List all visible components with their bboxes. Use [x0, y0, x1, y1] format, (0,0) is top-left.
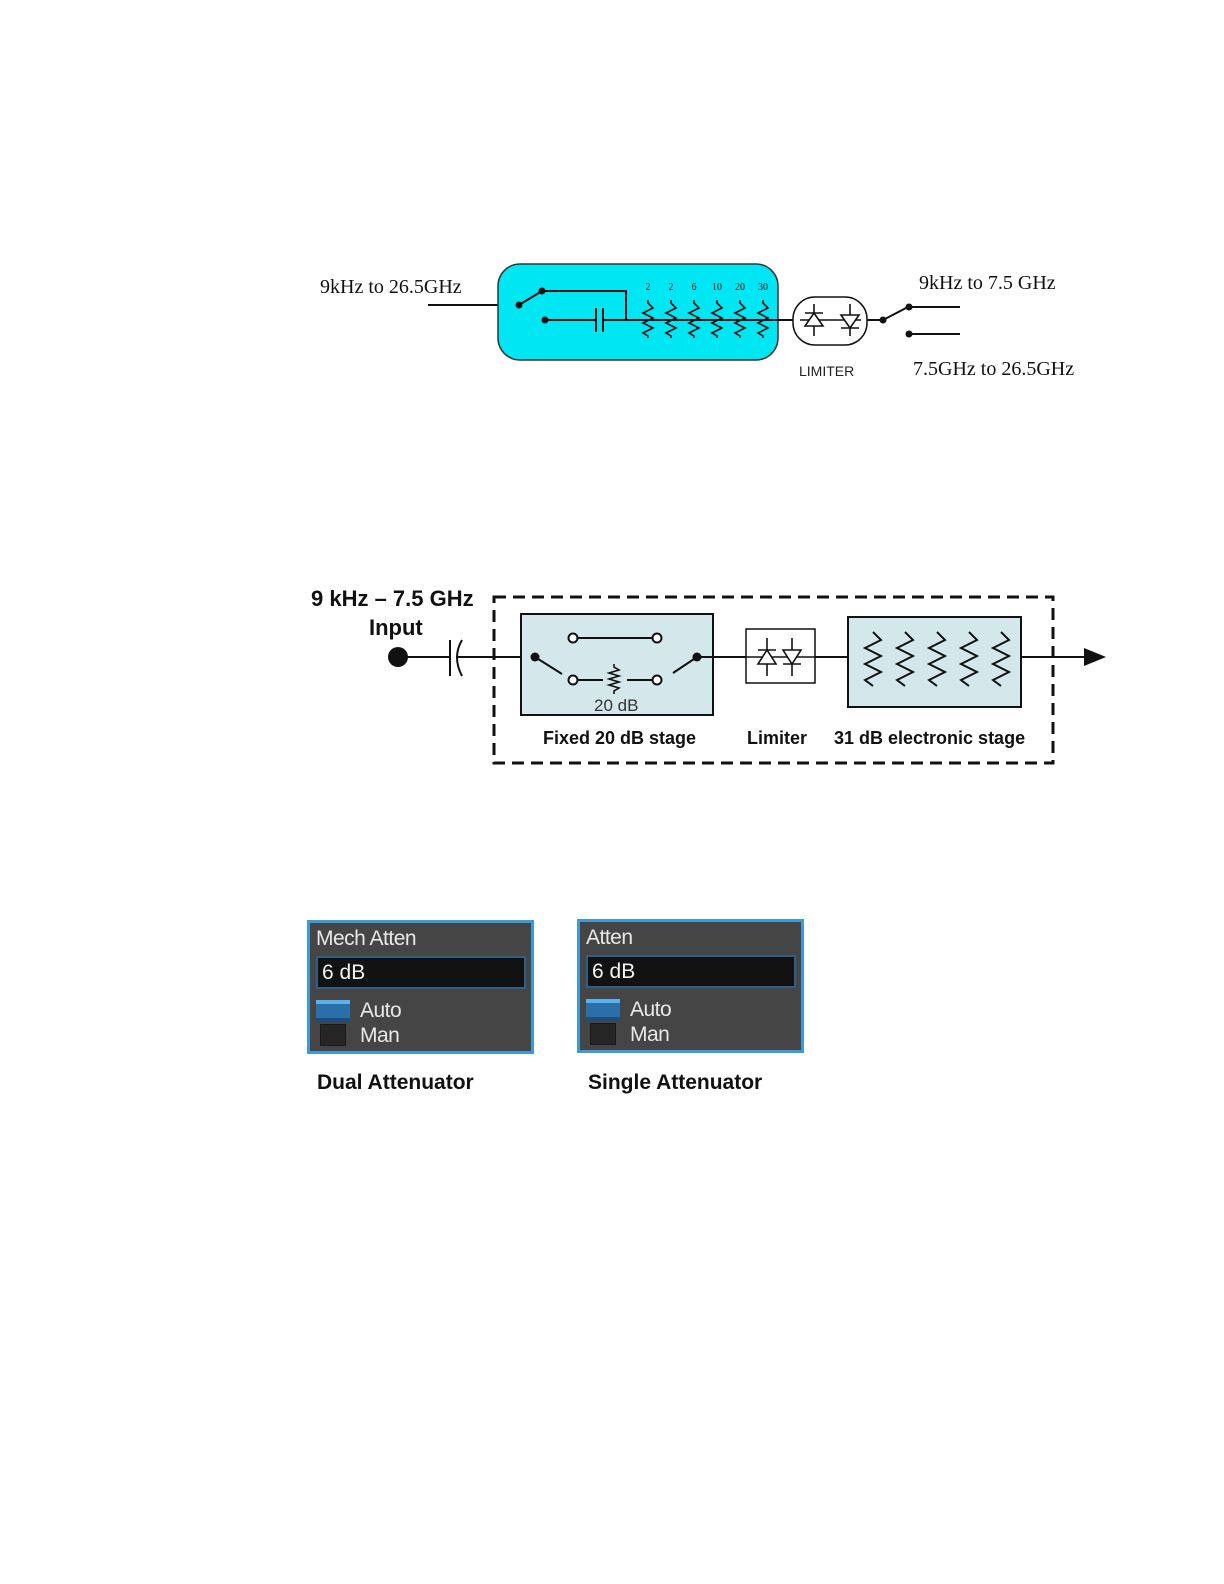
auto-toggle-button[interactable] — [586, 999, 620, 1021]
auto-label: Auto — [360, 999, 401, 1023]
single-attenuator-caption: Single Attenuator — [588, 1071, 762, 1095]
panel-title: Atten — [586, 926, 633, 950]
limiter-block — [746, 629, 815, 683]
auto-toggle-button[interactable] — [316, 1000, 350, 1022]
dual-attenuator-caption: Dual Attenuator — [317, 1071, 474, 1095]
output-arrow-icon — [1084, 648, 1106, 666]
fixed-stage-value: 20 dB — [594, 696, 638, 715]
fixed-stage-label: Fixed 20 dB stage — [543, 728, 696, 748]
input-frequency-label: 9 kHz – 7.5 GHz — [311, 586, 474, 611]
attenuation-value-field[interactable]: 6 dB — [586, 955, 796, 988]
limiter-label: Limiter — [747, 728, 807, 748]
man-toggle-button[interactable] — [590, 1023, 616, 1045]
mech-atten-panel[interactable]: Mech Atten 6 dB Auto Man — [307, 920, 534, 1054]
man-toggle-button[interactable] — [320, 1024, 346, 1046]
man-label: Man — [360, 1024, 399, 1048]
attenuation-value-field[interactable]: 6 dB — [316, 956, 526, 989]
atten-panel[interactable]: Atten 6 dB Auto Man — [577, 919, 804, 1053]
input-label: Input — [369, 615, 423, 640]
electronic-stage-label: 31 dB electronic stage — [834, 728, 1025, 748]
panel-title: Mech Atten — [316, 927, 416, 951]
auto-label: Auto — [630, 998, 671, 1022]
single-attenuator-diagram: 9 kHz – 7.5 GHz Input 20 dB Fixed 20 dB … — [0, 0, 1224, 800]
man-label: Man — [630, 1023, 669, 1047]
